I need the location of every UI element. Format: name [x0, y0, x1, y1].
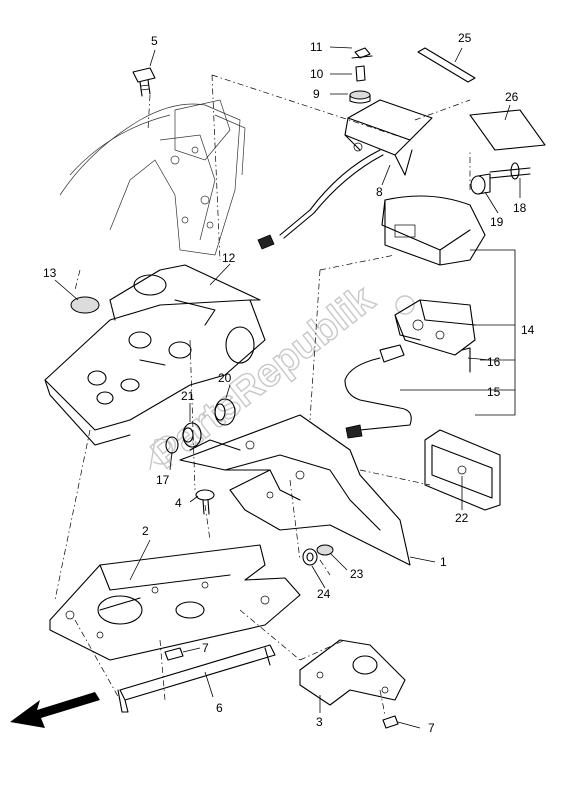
grommet-21 — [182, 422, 202, 448]
callout-17: 17 — [156, 473, 170, 487]
callout-8: 8 — [376, 185, 383, 199]
callout-6: 6 — [216, 701, 223, 715]
license-bracket-top — [257, 47, 433, 250]
light-unit — [344, 299, 476, 439]
washer-13 — [70, 296, 100, 314]
callout-7-left: 7 — [202, 641, 209, 655]
callout-16: 16 — [487, 355, 501, 369]
callout-12: 12 — [222, 251, 236, 265]
grommet-20 — [214, 398, 236, 426]
callout-5: 5 — [151, 34, 158, 48]
frame-outline — [59, 99, 246, 256]
watermark-text: PartsRepublik — [143, 276, 383, 477]
callout-21: 21 — [181, 389, 195, 403]
bracket-2 — [49, 544, 301, 661]
fender-1 — [179, 414, 411, 566]
strip-25 — [417, 47, 476, 83]
watermark: PartsRepublik — [143, 276, 415, 478]
callout-18: 18 — [513, 201, 527, 215]
callout-2: 2 — [142, 524, 149, 538]
bolt-7-left — [164, 647, 184, 661]
rod-6 — [117, 644, 276, 713]
leader-lines — [54, 46, 521, 729]
callout-22: 22 — [455, 511, 469, 525]
callout-26: 26 — [505, 90, 519, 104]
callout-10: 10 — [310, 67, 324, 81]
callout-20: 20 — [218, 371, 232, 385]
front-direction-arrow — [10, 692, 100, 728]
callout-3: 3 — [316, 715, 323, 729]
collar-23 — [316, 544, 334, 556]
plate-holder-22 — [424, 429, 501, 511]
bolt-18 — [489, 162, 531, 180]
bolt-7-right — [382, 715, 399, 729]
callout-labels: 1 3 4 5 6 7 7 8 9 10 11 12 13 14 15 16 1… — [43, 31, 535, 735]
callout-19: 19 — [490, 215, 504, 229]
grommet-19 — [470, 173, 491, 195]
screw-4 — [195, 489, 215, 515]
callout-24: 24 — [317, 587, 331, 601]
tray-12 — [44, 264, 266, 446]
collar-24 — [302, 548, 318, 566]
callout-11: 11 — [310, 40, 323, 54]
assembly-lines — [54, 74, 471, 716]
bolt-5 — [132, 67, 156, 97]
callout-14: 14 — [521, 323, 535, 337]
tail-light — [381, 195, 486, 266]
bracket-3 — [299, 639, 406, 706]
callout-1: 1 — [440, 555, 447, 569]
callout-13: 13 — [43, 266, 57, 280]
callout-9: 9 — [313, 87, 320, 101]
callout-25: 25 — [458, 31, 472, 45]
reflector-26 — [469, 109, 546, 151]
callout-7-right: 7 — [428, 721, 435, 735]
callout-23: 23 — [350, 567, 364, 581]
callout-15: 15 — [487, 385, 501, 399]
callout-4: 4 — [175, 496, 182, 510]
